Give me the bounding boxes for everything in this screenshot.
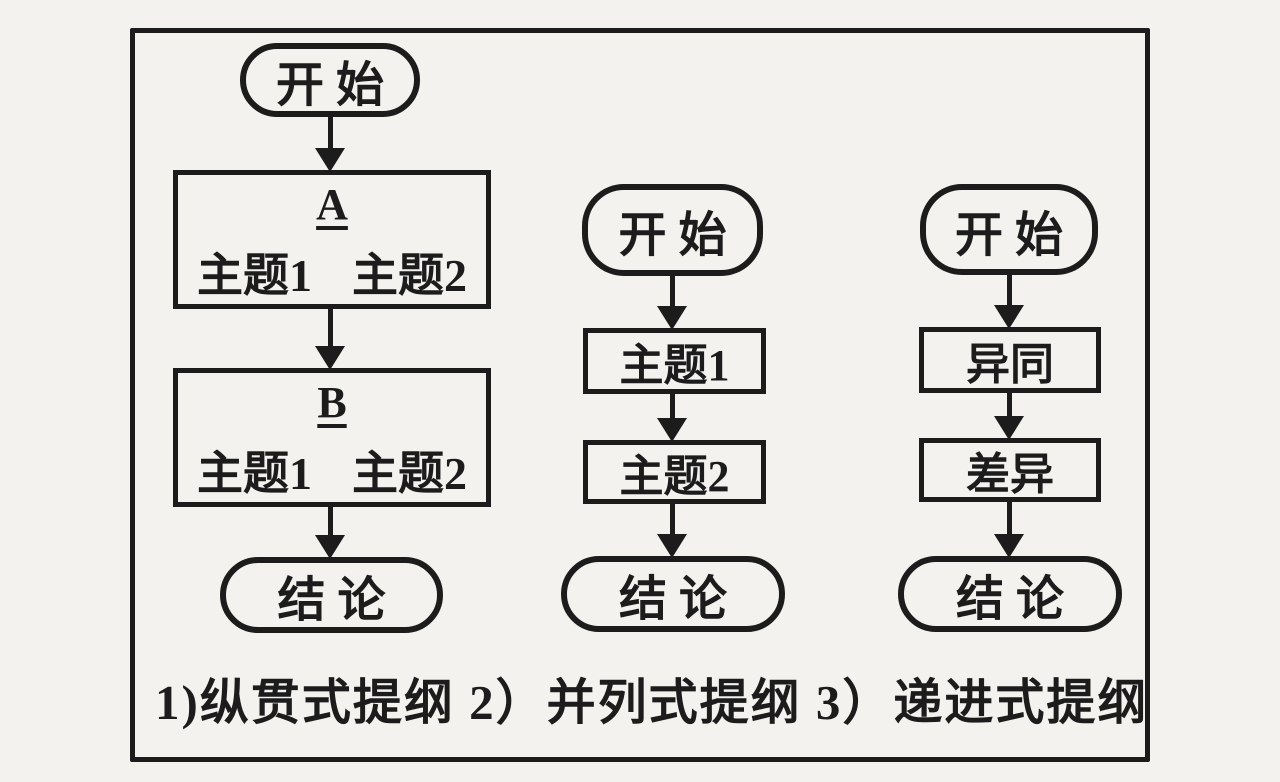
- chart1-section-b-box: B 主题1 主题2: [173, 368, 491, 507]
- chart2-topic1-label: 主题1: [619, 341, 730, 390]
- chart1-section-a-heading: A: [316, 180, 348, 229]
- flow-arrow: [992, 274, 1026, 329]
- figure-caption: 1)纵贯式提纲 2）并列式提纲 3）递进式提纲: [155, 675, 1149, 730]
- chart1-section-a-box: A 主题1 主题2: [173, 170, 491, 309]
- chart2-topic1-box: 主题1: [583, 328, 766, 394]
- chart1-section-b-topic1: 主题1: [197, 448, 312, 500]
- chart2-conclusion-label: 结论: [618, 573, 739, 626]
- chart1-section-a-topic1: 主题1: [197, 250, 312, 302]
- figure-frame: [130, 28, 1150, 762]
- chart3-similarities-box: 异同: [919, 327, 1101, 393]
- chart3-start-label: 开始: [954, 208, 1075, 262]
- chart1-conclusion-terminal: 结论: [220, 557, 443, 633]
- flow-arrow: [655, 503, 689, 558]
- chart3-differences-box: 差异: [919, 438, 1101, 502]
- chart3-similarities-label: 异同: [966, 340, 1054, 389]
- flow-arrow: [313, 506, 347, 559]
- chart1-conclusion-label: 结论: [277, 574, 398, 627]
- chart2-start-terminal: 开始: [582, 184, 763, 276]
- chart1-section-a-topic2: 主题2: [352, 250, 467, 302]
- flow-arrow: [313, 114, 347, 172]
- chart2-topic2-label: 主题2: [619, 452, 730, 501]
- chart1-start-terminal: 开始: [240, 43, 420, 117]
- chart1-section-b-heading: B: [317, 378, 347, 427]
- chart3-start-terminal: 开始: [920, 184, 1098, 275]
- flow-arrow: [992, 501, 1026, 558]
- flow-arrow: [655, 393, 689, 442]
- chart3-differences-label: 差异: [966, 450, 1054, 499]
- chart1-section-b-topics: 主题1 主题2: [197, 449, 467, 500]
- chart1-section-a-topics: 主题1 主题2: [197, 251, 467, 302]
- chart1-start-label: 开始: [275, 59, 396, 112]
- chart3-conclusion-label: 结论: [955, 573, 1076, 626]
- flow-arrow: [655, 275, 689, 330]
- chart1-section-b-topic2: 主题2: [352, 448, 467, 500]
- chart2-topic2-box: 主题2: [583, 440, 766, 504]
- flow-arrow: [992, 392, 1026, 440]
- chart3-conclusion-terminal: 结论: [898, 556, 1122, 632]
- chart2-start-label: 开始: [618, 209, 739, 262]
- flow-arrow: [313, 308, 347, 370]
- chart2-conclusion-terminal: 结论: [561, 556, 785, 632]
